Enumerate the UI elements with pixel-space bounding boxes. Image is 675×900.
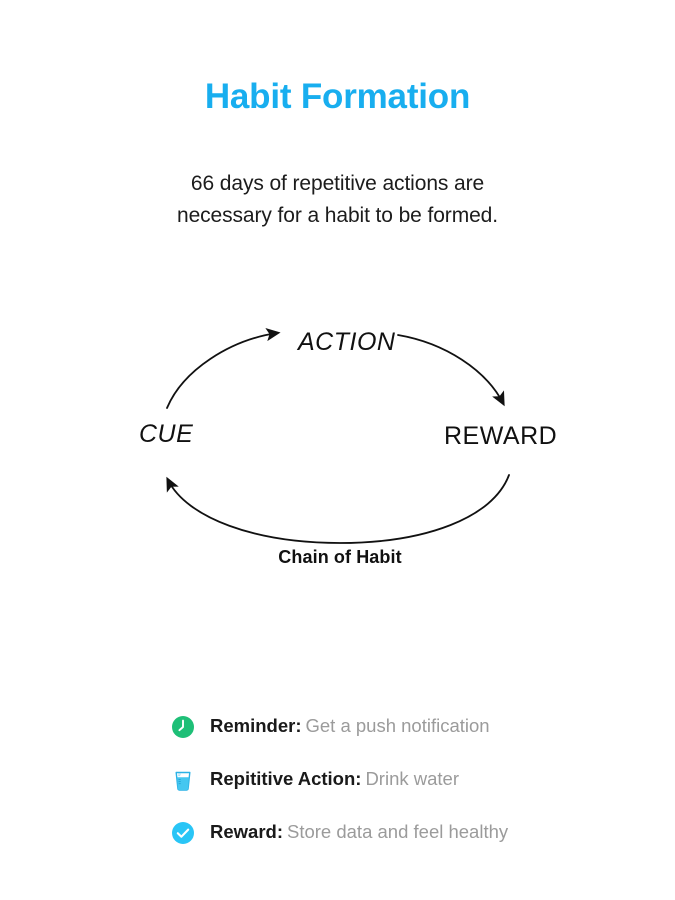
subtitle-line-1: 66 days of repetitive actions are bbox=[190, 172, 485, 195]
page-title: Habit Formation bbox=[204, 77, 471, 116]
legend-text-reminder: Reminder:Get a push notification bbox=[210, 715, 490, 737]
habit-loop-arrows bbox=[166, 328, 510, 544]
clock-icon bbox=[170, 714, 196, 740]
legend-description-reward: Store data and feel healthy bbox=[287, 821, 509, 843]
subtitle-line-2: necessary for a habit to be formed. bbox=[176, 203, 498, 227]
legend-term-repetitive-action: Repititive Action: bbox=[210, 768, 362, 790]
arrow-cue-to-action bbox=[166, 328, 281, 409]
legend-text-repetitive-action: Repititive Action:Drink water bbox=[210, 768, 459, 790]
legend-item-reward: Reward:Store data and feel healthy bbox=[170, 806, 600, 859]
legend-description-repetitive-action: Drink water bbox=[365, 768, 459, 790]
arrow-action-to-reward bbox=[397, 334, 505, 407]
cycle-node-action: ACTION bbox=[298, 328, 396, 356]
cycle-node-reward: REWARD bbox=[444, 422, 558, 450]
legend-item-repetitive-action: Repititive Action:Drink water bbox=[170, 753, 600, 806]
habit-example-legend: Reminder:Get a push notification Repitit… bbox=[170, 700, 600, 859]
arrow-reward-to-cue bbox=[166, 474, 510, 544]
cycle-caption: Chain of Habit bbox=[278, 547, 402, 567]
legend-item-reminder: Reminder:Get a push notification bbox=[170, 700, 600, 753]
water-glass-icon bbox=[170, 767, 196, 793]
legend-text-reward: Reward:Store data and feel healthy bbox=[210, 821, 508, 843]
legend-description-reminder: Get a push notification bbox=[305, 715, 490, 737]
habit-loop-diagram: ACTION CUE REWARD Chain of Habit bbox=[105, 300, 575, 590]
legend-term-reminder: Reminder: bbox=[210, 715, 302, 737]
check-circle-icon bbox=[170, 820, 196, 846]
cycle-node-cue: CUE bbox=[139, 420, 194, 448]
legend-term-reward: Reward: bbox=[210, 821, 283, 843]
page-subtitle: 66 days of repetitive actions are necess… bbox=[0, 168, 675, 231]
